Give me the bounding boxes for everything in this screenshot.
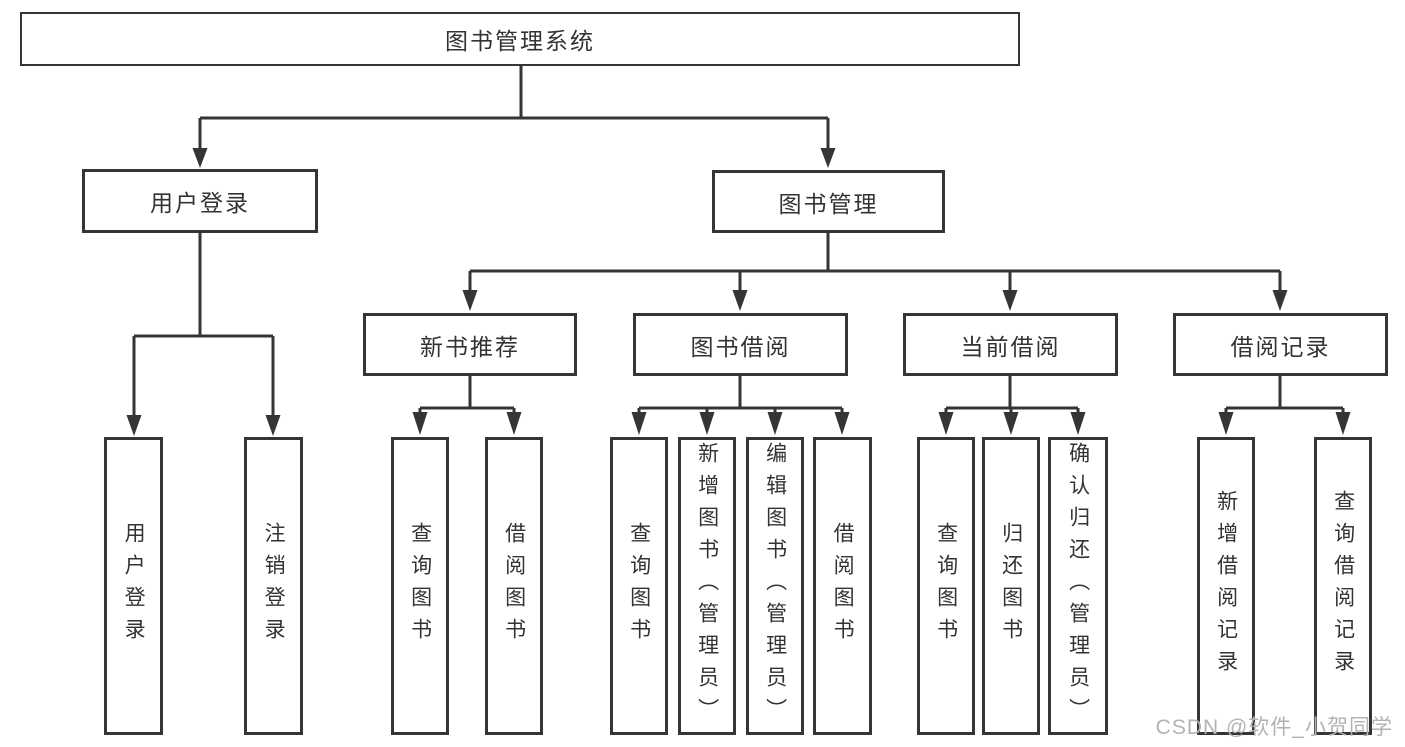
leaf-return-books: 归还图书 <box>982 437 1040 735</box>
arrowheads <box>126 148 1351 436</box>
node-label: 编辑图书（管理员） <box>763 442 787 730</box>
node-label: 新书推荐 <box>420 333 520 360</box>
leaf-query-borrow-record: 查询借阅记录 <box>1314 437 1372 735</box>
node-label: 用户登录 <box>122 522 146 650</box>
node-label: 借阅图书 <box>502 522 526 650</box>
node-label: 图书借阅 <box>690 333 791 360</box>
node-label: 用户登录 <box>150 190 250 216</box>
node-label: 归还图书 <box>999 522 1023 650</box>
node-label: 新增图书（管理员） <box>695 442 719 730</box>
node-new-book-recommend: 新书推荐 <box>363 313 577 376</box>
node-label: 查询图书 <box>627 522 651 650</box>
node-label: 借阅图书 <box>831 522 855 650</box>
node-label: 图书管理系统 <box>445 28 595 54</box>
leaf-add-borrow-record: 新增借阅记录 <box>1197 437 1255 735</box>
leaf-borrow-books-recommend: 借阅图书 <box>485 437 543 735</box>
node-label: 图书管理 <box>778 190 879 217</box>
csdn-watermark: CSDN @软件_小贺同学 <box>1155 716 1393 739</box>
leaf-query-books-borrow: 查询图书 <box>610 437 668 735</box>
node-label: 查询图书 <box>408 522 432 650</box>
leaf-query-books-current: 查询图书 <box>917 437 975 735</box>
node-label: 借阅记录 <box>1230 333 1331 360</box>
leaf-borrow-books: 借阅图书 <box>813 437 872 735</box>
node-book-borrow: 图书借阅 <box>633 313 848 376</box>
node-borrow-records: 借阅记录 <box>1173 313 1388 376</box>
node-label: 当前借阅 <box>960 333 1061 360</box>
node-label: 查询借阅记录 <box>1331 490 1355 682</box>
node-label: 注销登录 <box>262 522 286 650</box>
leaf-edit-books-admin: 编辑图书（管理员） <box>746 437 804 735</box>
node-book-management: 图书管理 <box>712 170 945 233</box>
node-label: 确认归还（管理员） <box>1066 442 1090 730</box>
leaf-user-login: 用户登录 <box>104 437 163 735</box>
leaf-logout-login: 注销登录 <box>244 437 303 735</box>
node-label: 查询图书 <box>934 522 958 650</box>
node-label: 新增借阅记录 <box>1214 490 1238 682</box>
leaf-confirm-return-admin: 确认归还（管理员） <box>1048 437 1108 735</box>
leaf-query-books-recommend: 查询图书 <box>391 437 449 735</box>
leaf-add-books-admin: 新增图书（管理员） <box>678 437 736 735</box>
node-user-login: 用户登录 <box>82 169 318 233</box>
node-current-borrow: 当前借阅 <box>903 313 1118 376</box>
tree-edges <box>132 66 1345 417</box>
node-root-system: 图书管理系统 <box>20 12 1020 66</box>
